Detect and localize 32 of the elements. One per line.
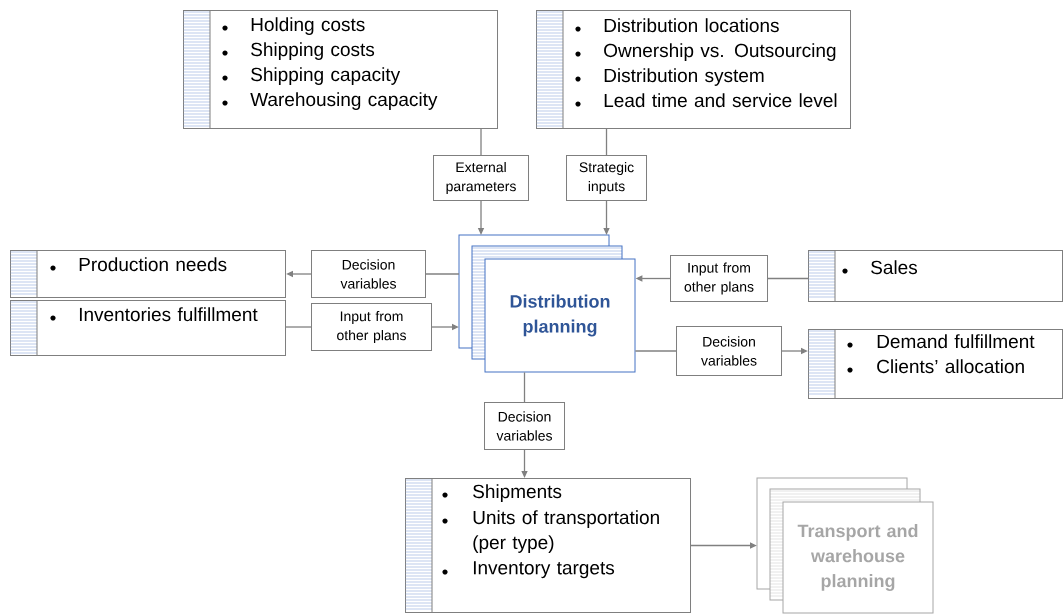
bullet-item: Ownership vs. Outsourcing (575, 43, 836, 61)
bullet-item: Shipping costs (222, 42, 375, 60)
bullet-item: Holding costs (222, 17, 365, 35)
bullet-item: Units of transportation (per type) (442, 510, 659, 553)
stacked-pages-box: Transport and warehouse planning (756, 477, 934, 614)
bullet-item: Inventory targets (442, 561, 615, 579)
label-box: Decision variables (676, 326, 782, 376)
bullet-item: Shipping capacity (222, 67, 401, 85)
bullet-item: Distribution system (575, 68, 764, 86)
connector-line (634, 350, 677, 352)
connector-line (605, 128, 608, 156)
connector-line (523, 371, 526, 403)
stacked-pages-box: Distribution planning (458, 234, 636, 373)
label-box: Input from other plans (311, 303, 432, 351)
label-box: Input from other plans (670, 255, 768, 302)
label-box: Decision variables (484, 402, 565, 450)
bullet-item: Shipments (442, 484, 562, 502)
bullet-item: Production needs (50, 257, 227, 272)
label-box: Strategic inputs (566, 155, 647, 201)
connector-line (425, 273, 460, 275)
bullet-item: Sales (842, 260, 918, 275)
connector-line (285, 326, 312, 328)
connector-line (480, 128, 482, 156)
connector-line (767, 277, 809, 280)
bullet-item: Clients’ allocation (847, 359, 1024, 374)
bullet-item: Distribution locations (575, 18, 779, 33)
bullet-item: Demand fulfillment (847, 334, 1035, 349)
label-box: External parameters (433, 155, 529, 201)
bullet-item: Lead time and service level (575, 93, 837, 108)
label-box: Decision variables (311, 250, 426, 298)
bullet-item: Warehousing capacity (222, 92, 438, 110)
bullet-item: Inventories fulfillment (50, 307, 258, 322)
